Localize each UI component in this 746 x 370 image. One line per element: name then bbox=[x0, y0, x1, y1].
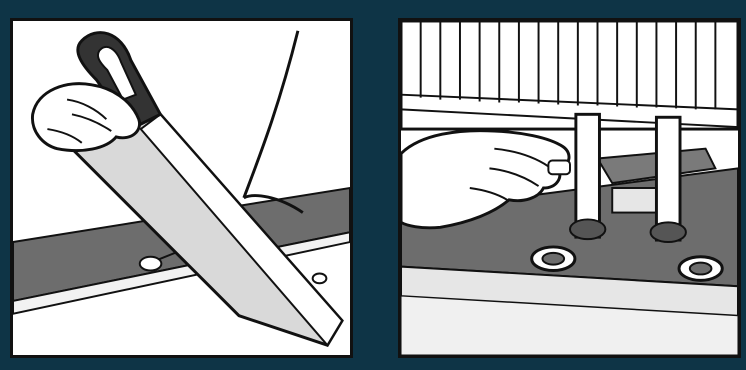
fit-rosettes-drawing bbox=[401, 21, 738, 355]
cut-strip-drawing bbox=[13, 21, 350, 355]
radiator-icon bbox=[401, 21, 738, 129]
hand-saw-icon bbox=[52, 33, 342, 346]
illustration-cut-strip bbox=[10, 18, 353, 358]
illustration-fit-rosettes bbox=[398, 18, 741, 358]
